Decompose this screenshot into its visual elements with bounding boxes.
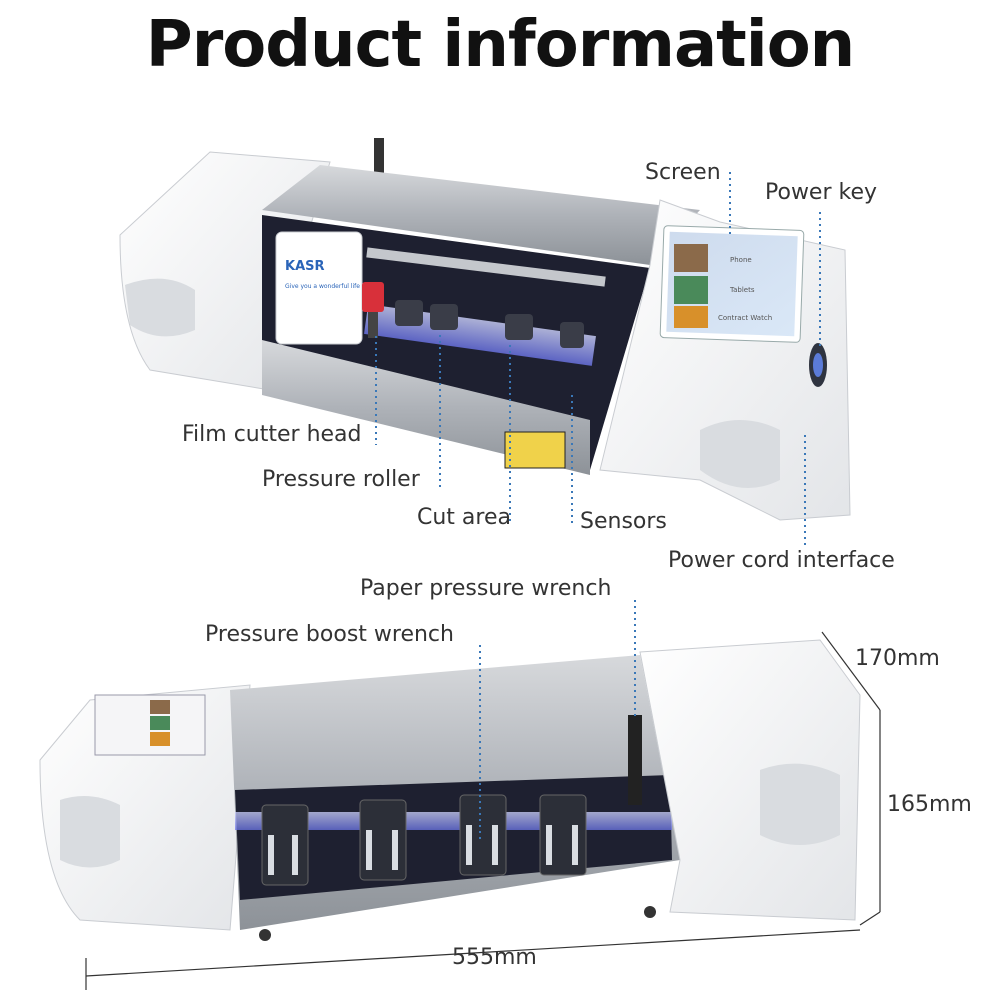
rail <box>366 247 606 287</box>
dimension-height: 165mm <box>887 792 972 817</box>
brand-logo: KASR <box>285 259 325 274</box>
screen-thumb-phone <box>674 244 708 272</box>
grip-recess <box>700 420 780 488</box>
grip-recess-left <box>125 278 195 337</box>
label-pressure-roller: Pressure roller <box>262 467 420 492</box>
dimension-depth: 170mm <box>855 646 940 671</box>
screen-thumb-watch <box>674 306 708 328</box>
label-paper-pressure-wrench: Paper pressure wrench <box>360 576 612 601</box>
page-title: Product information <box>145 8 855 82</box>
antenna-strap <box>374 138 384 178</box>
roller-group <box>395 300 584 348</box>
machine-top-view: KASR Give you a wonderful life Phone Tab… <box>119 138 851 521</box>
blade-shaft <box>368 312 378 338</box>
dimension-lines <box>85 631 881 990</box>
screen-item-0: Phone <box>730 256 752 264</box>
label-sensors: Sensors <box>580 509 667 534</box>
screen-item-2: Contract Watch <box>718 314 772 322</box>
warning-label <box>504 431 566 469</box>
machine-back-view <box>39 639 861 941</box>
blade-holder <box>362 282 384 312</box>
dimension-width: 555mm <box>452 945 537 970</box>
label-cut-area: Cut area <box>417 505 511 530</box>
label-screen: Screen <box>645 160 721 185</box>
paper-pressure-wrench-icon <box>628 715 642 805</box>
label-film-cutter-head: Film cutter head <box>182 422 362 447</box>
leader-lines <box>375 172 821 840</box>
label-power-cord-interface: Power cord interface <box>668 548 895 573</box>
screen-item-1: Tablets <box>729 286 755 294</box>
back-right-cap <box>639 639 861 921</box>
label-power-key: Power key <box>765 180 878 205</box>
label-pressure-boost-wrench: Pressure boost wrench <box>205 622 454 647</box>
springs <box>268 825 578 875</box>
screen-thumb-tablet <box>674 276 708 304</box>
brand-tagline: Give you a wonderful life <box>285 283 360 290</box>
top-cover <box>262 165 700 265</box>
